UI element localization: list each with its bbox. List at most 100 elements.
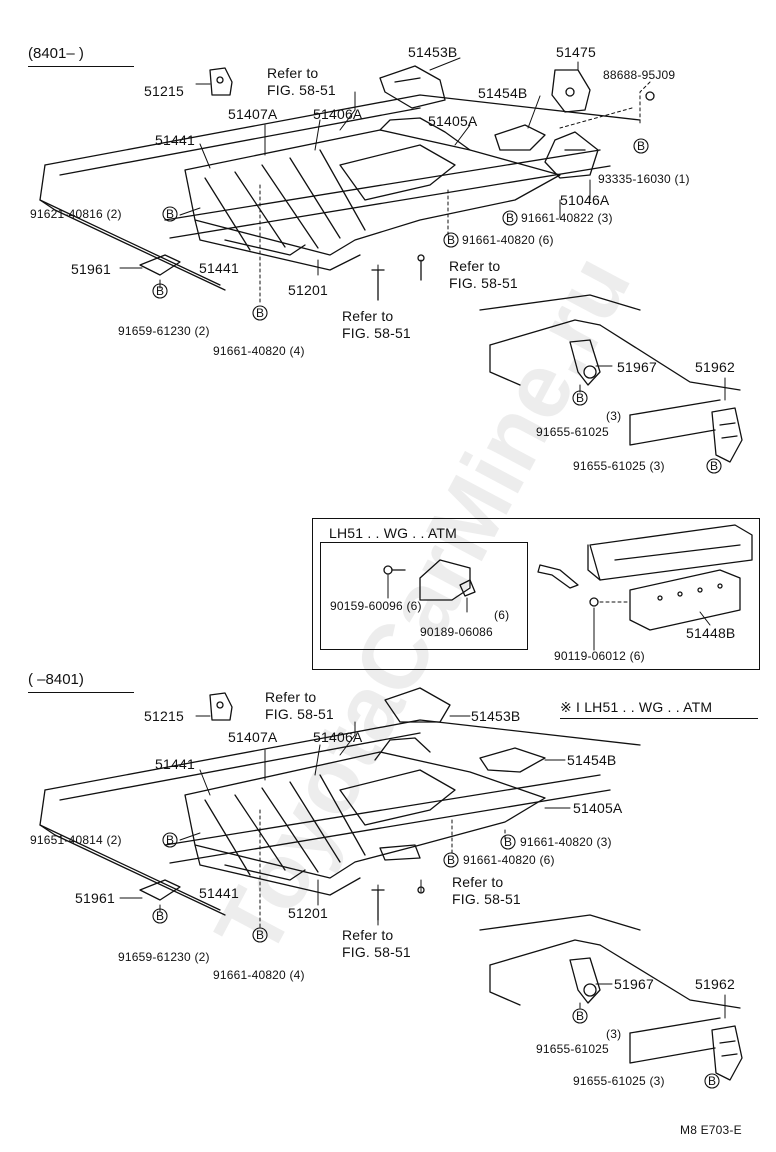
bottom-rear-crossmember — [479, 914, 743, 1081]
label-91655-61025-b: 91655-61025 (3) — [573, 459, 665, 473]
label-fig-58-51-2: FIG. 58-51 — [449, 275, 518, 291]
label-91661-40822: 91661-40822 (3) — [521, 211, 613, 225]
label-91661-40820-3: 91661-40820 (3) — [520, 835, 612, 849]
label-51215: 51215 — [144, 83, 184, 99]
bottom-note-rule — [560, 718, 758, 719]
b-marker-letter: B — [447, 233, 456, 247]
b-marker-letter: B — [504, 835, 513, 849]
b-marker-letter: B — [156, 909, 165, 923]
label-91661-40820-6: 91661-40820 (6) — [462, 233, 554, 247]
top-bracket-51961 — [139, 254, 181, 276]
bottom-header-rule — [28, 692, 134, 693]
inset-right-art — [537, 524, 753, 651]
top-bracket-51215 — [209, 67, 233, 96]
b-marker-letter: B — [156, 284, 165, 298]
label-91661-40820-4: 91661-40820 (4) — [213, 968, 305, 982]
top-bracket-51454B — [494, 124, 546, 151]
label-91661-40820-4: 91661-40820 (4) — [213, 344, 305, 358]
bottom-note: ※ I LH51 . . WG . . ATM — [560, 699, 713, 715]
label-51215: 51215 — [144, 708, 184, 724]
label-fig-58-51-2: FIG. 58-51 — [452, 891, 521, 907]
label-91659-61230: 91659-61230 (2) — [118, 324, 210, 338]
b-marker-letter: B — [256, 928, 265, 942]
label-51441-a: 51441 — [155, 132, 195, 148]
top-leaders — [119, 57, 651, 303]
b-marker-letter: B — [447, 853, 456, 867]
bottom-plate-51454B — [479, 747, 546, 773]
label-51441-b: 51441 — [199, 885, 239, 901]
label-51453B: 51453B — [471, 708, 521, 724]
label-refer-to-2: Refer to — [452, 874, 504, 890]
label-91661-40820-6: 91661-40820 (6) — [463, 853, 555, 867]
label-91659-61230: 91659-61230 (2) — [118, 950, 210, 964]
inset-title: LH51 . . WG . . ATM — [329, 525, 458, 541]
b-marker-letter: B — [708, 1074, 717, 1088]
b-marker-letter: B — [637, 139, 646, 153]
figure-code: M8 E703-E — [680, 1123, 742, 1137]
label-51962: 51962 — [695, 359, 735, 375]
label-51962: 51962 — [695, 976, 735, 992]
label-51475: 51475 — [556, 44, 596, 60]
label-qty-3: (3) — [606, 409, 622, 423]
inset-inner-box — [320, 542, 528, 650]
top-bolts — [371, 91, 655, 301]
inset-box — [312, 518, 760, 670]
b-marker-letter: B — [710, 459, 719, 473]
top-bracket-51475 — [551, 69, 591, 113]
label-51201: 51201 — [288, 282, 328, 298]
label-51441-a: 51441 — [155, 756, 195, 772]
b-marker-letter: B — [576, 391, 585, 405]
bottom-date-header: ( –8401) — [28, 671, 84, 688]
top-rear-crossmember — [479, 294, 743, 463]
top-b-markers — [152, 138, 722, 474]
label-91655-61025-b: 91655-61025 (3) — [573, 1074, 665, 1088]
bottom-bracket-51961 — [139, 879, 181, 901]
label-51961: 51961 — [71, 261, 111, 277]
b-marker-letter: B — [576, 1009, 585, 1023]
label-51405A: 51405A — [573, 800, 623, 816]
label-51405A: 51405A — [428, 113, 478, 129]
label-90159-60096: 90159-60096 (6) — [330, 599, 422, 613]
label-51406A: 51406A — [313, 729, 363, 745]
top-header-rule — [28, 66, 134, 67]
label-51967: 51967 — [617, 359, 657, 375]
label-91655-61025-a: 91655-61025 — [536, 425, 609, 439]
label-91655-61025-a: 91655-61025 — [536, 1042, 609, 1056]
label-51453B: 51453B — [408, 44, 458, 60]
label-refer-to-1: Refer to — [267, 65, 319, 81]
label-51046A: 51046A — [560, 192, 610, 208]
label-refer-to-3: Refer to — [342, 308, 394, 324]
top-bracket-51046A — [544, 131, 599, 179]
bottom-b-markers — [152, 832, 720, 1089]
top-bracket-51453B — [379, 65, 446, 109]
top-frame-rail — [39, 94, 641, 291]
label-refer-to-1: Refer to — [265, 689, 317, 705]
label-51406A: 51406A — [313, 106, 363, 122]
label-90119-06012: 90119-06012 (6) — [554, 649, 645, 663]
label-fig-58-51-1: FIG. 58-51 — [265, 706, 334, 722]
top-date-header: (8401– ) — [28, 45, 84, 62]
b-marker-letter: B — [166, 207, 175, 221]
label-qty-3: (3) — [606, 1027, 622, 1041]
label-fig-58-51-3: FIG. 58-51 — [342, 325, 411, 341]
label-fig-58-51-1: FIG. 58-51 — [267, 82, 336, 98]
label-51454B: 51454B — [567, 752, 617, 768]
label-fig-58-51-3: FIG. 58-51 — [342, 944, 411, 960]
label-51407A: 51407A — [228, 729, 278, 745]
bottom-skid-plate — [184, 737, 546, 896]
b-marker-letter: B — [166, 833, 175, 847]
label-51961: 51961 — [75, 890, 115, 906]
label-91621-40816: 91621-40816 (2) — [30, 207, 122, 221]
label-93335-16030: 93335-16030 (1) — [598, 172, 690, 186]
b-marker-letter: B — [256, 306, 265, 320]
label-refer-to-2: Refer to — [449, 258, 501, 274]
label-51454B: 51454B — [478, 85, 528, 101]
label-88688-95J09: 88688-95J09 — [603, 68, 676, 82]
top-skid-plate — [184, 117, 561, 271]
label-refer-to-3: Refer to — [342, 927, 394, 943]
label-91651-40814: 91651-40814 (2) — [30, 833, 122, 847]
bottom-frame-rail — [39, 719, 641, 916]
label-51441-b: 51441 — [199, 260, 239, 276]
